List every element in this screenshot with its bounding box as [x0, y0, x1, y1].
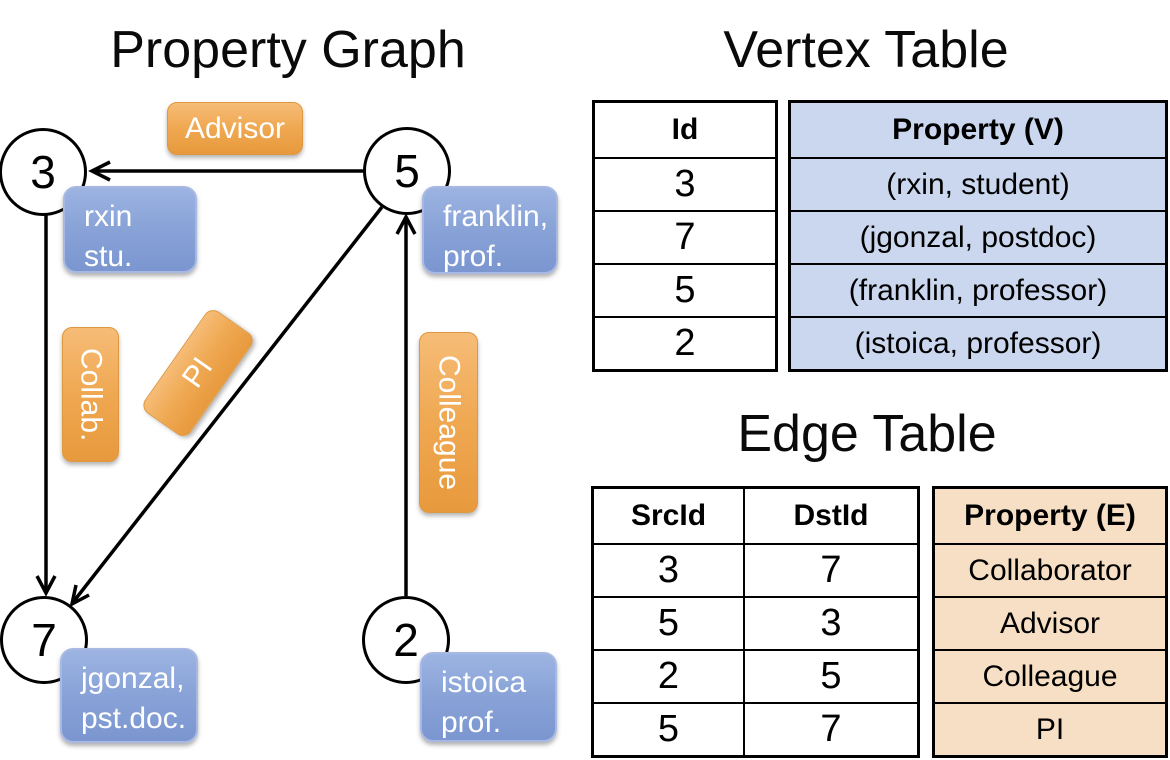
edge-property-cell: PI	[935, 702, 1165, 755]
node-property-istoica: istoica prof.	[420, 652, 557, 742]
graph-node-2: 2	[362, 596, 450, 684]
vertex-table-header-property: Property (V)	[892, 113, 1064, 146]
vertex-property-cell: (franklin, professor)	[791, 263, 1165, 316]
vertex-id-cell: 3	[595, 157, 775, 210]
edge-srcid-cell: 5	[594, 702, 743, 755]
property-graph-title: Property Graph	[110, 21, 466, 79]
property-line: prof.	[441, 706, 502, 739]
edge-table-header-dstid: DstId	[743, 489, 917, 543]
edge-label-advisor: Advisor	[167, 102, 303, 155]
vertex-id-cell: 5	[595, 263, 775, 316]
property-line: prof.	[443, 240, 504, 273]
property-line: pst.doc.	[81, 702, 187, 735]
edge-property-cell: Colleague	[935, 649, 1165, 702]
property-line: stu.	[84, 240, 133, 273]
edge-label-collab: Collab.	[62, 327, 119, 462]
edge-table-title: Edge Table	[737, 405, 997, 463]
edge-dstid-cell: 7	[743, 702, 917, 755]
edge-dstid-cell: 3	[743, 596, 917, 649]
property-line: franklin,	[443, 200, 549, 233]
vertex-table-header-id: Id	[671, 113, 699, 146]
vertex-property-cell: (rxin, student)	[791, 157, 1165, 210]
edge-table-header-property: Property (E)	[964, 499, 1136, 532]
edge-5-7-arrowhead	[69, 584, 90, 608]
edge-3-7-arrowhead	[35, 575, 57, 597]
vertex-property-cell: (jgonzal, postdoc)	[791, 210, 1165, 263]
node-property-jgonzal: jgonzal, pst.doc.	[60, 648, 198, 743]
edge-property-cell: Collaborator	[935, 543, 1165, 596]
edge-table-id-columns: SrcId DstId 3 7 5 3 2 5 5 7	[591, 486, 920, 758]
node-id: 3	[30, 146, 56, 198]
edge-property-cell: Advisor	[935, 596, 1165, 649]
vertex-id-cell: 2	[595, 316, 775, 369]
vertex-id-cell: 7	[595, 210, 775, 263]
edge-table-property-column: Property (E) Collaborator Advisor Collea…	[932, 486, 1168, 758]
graph-edges-svg	[35, 160, 417, 608]
edge-srcid-cell: 3	[594, 543, 743, 596]
edge-dstid-cell: 7	[743, 543, 917, 596]
edge-label-colleague: Colleague	[419, 332, 478, 513]
vertex-property-cell: (istoica, professor)	[791, 316, 1165, 369]
vertex-table-title: Vertex Table	[723, 21, 1009, 79]
node-id: 2	[393, 614, 419, 666]
node-id: 7	[31, 614, 57, 666]
vertex-table-property-column: Property (V) (rxin, student) (jgonzal, p…	[788, 100, 1168, 372]
edge-table-header-srcid: SrcId	[630, 499, 707, 532]
vertex-table-id-column: Id 3 7 5 2	[592, 100, 778, 372]
edge-srcid-cell: 2	[594, 649, 743, 702]
edge-srcid-cell: 5	[594, 596, 743, 649]
property-line: jgonzal,	[81, 662, 185, 695]
node-property-franklin: franklin, prof.	[422, 186, 558, 274]
edge-5-7-line	[72, 205, 384, 603]
node-id: 5	[394, 145, 420, 197]
node-property-rxin: rxin stu.	[63, 186, 197, 273]
property-line: rxin	[84, 200, 133, 233]
property-line: istoica	[441, 666, 527, 699]
edge-2-5-arrowhead	[395, 213, 417, 235]
edge-dstid-cell: 5	[743, 649, 917, 702]
edge-5-3-arrowhead	[88, 160, 111, 182]
